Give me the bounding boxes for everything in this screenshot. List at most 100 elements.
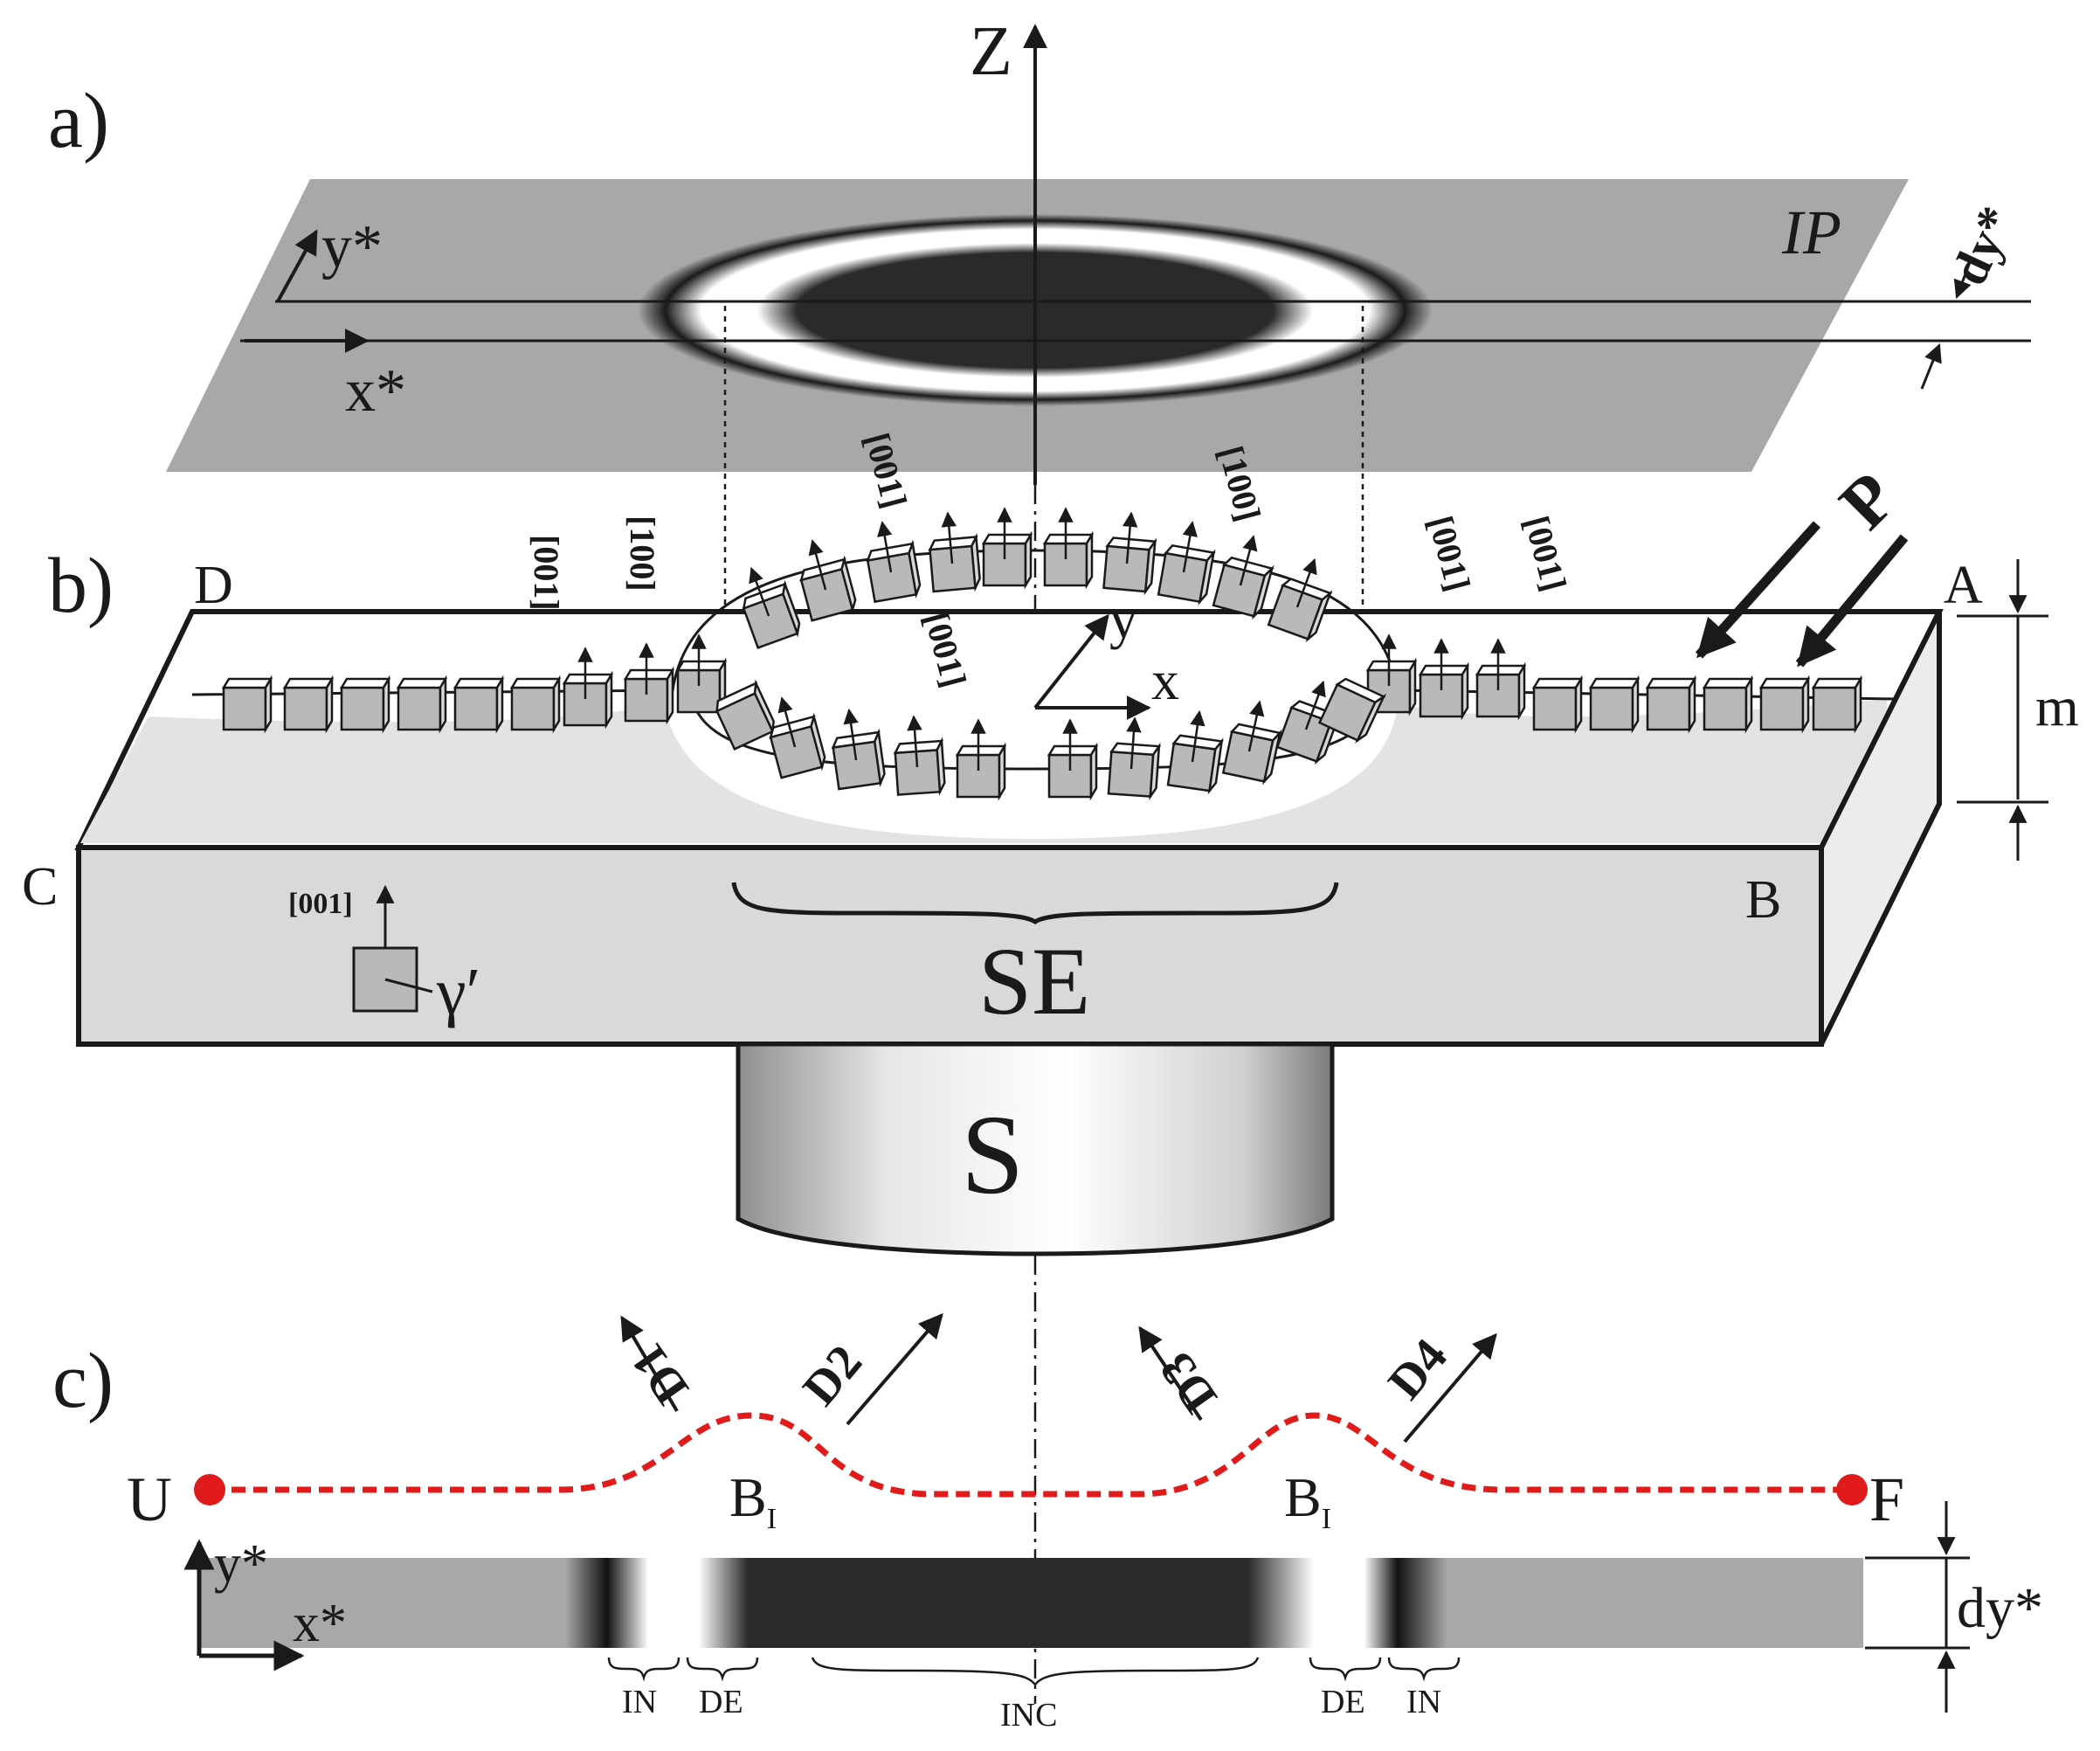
crystal-grain <box>799 539 857 622</box>
se-label: SE <box>978 928 1090 1035</box>
slab-side-face <box>1819 610 1942 1046</box>
crystal-grain <box>742 566 801 650</box>
profile-label-u: U <box>127 1464 172 1534</box>
crystal-grains <box>221 507 1863 801</box>
x-star-label-top: x* <box>345 357 406 425</box>
support-label: S <box>961 1092 1024 1218</box>
crystal-grain <box>1166 709 1224 795</box>
corner-label-d: D <box>194 556 233 615</box>
crystal-grain <box>1645 675 1697 734</box>
z-axis-label: Z <box>970 13 1012 90</box>
crystal-grain <box>1531 675 1584 734</box>
crystal-grain <box>715 679 775 751</box>
crystal-grain <box>1317 677 1387 744</box>
d1-arrow <box>620 1315 679 1413</box>
image-plate-label: IP <box>1781 197 1841 267</box>
panel-a-label: a) <box>48 78 109 164</box>
intensity-profile <box>210 1412 1852 1498</box>
crystal-grain <box>1102 511 1157 596</box>
d1-label: D1 <box>621 1333 700 1414</box>
region-label-de-right: DE <box>1321 1684 1365 1720</box>
corner-label-b: B <box>1745 870 1781 930</box>
crystal-orientation-arrow <box>777 696 797 748</box>
crystal-orientation-arrow <box>749 566 770 617</box>
strip-y-star-label: y* <box>214 1534 268 1594</box>
crystal-grain <box>1758 675 1811 734</box>
crystal-grain <box>955 718 1007 801</box>
dy-star-arrow-bottom <box>1920 343 1942 390</box>
crystal-orientation-arrow <box>1239 535 1258 586</box>
strip-x-star-label: x* <box>293 1594 347 1653</box>
crystal-grain <box>1702 675 1754 734</box>
y-star-label-top: y* <box>321 213 383 280</box>
brace-in-right <box>1387 1657 1461 1682</box>
thickness-label: m <box>2035 675 2079 737</box>
crystal-grain <box>1475 638 1527 721</box>
crystal-grain <box>981 507 1033 590</box>
crystal-orientation-arrow <box>907 715 922 768</box>
crystal-orientation-arrow <box>1295 557 1317 608</box>
beam-label: P <box>1824 457 1911 544</box>
orientation-label-7: [001] <box>1516 512 1574 595</box>
crystal-orientation-arrow <box>877 521 893 573</box>
orientation-label-2: [100] <box>623 516 662 592</box>
crystal-grain <box>1157 521 1216 606</box>
crystal-orientation-arrow <box>941 511 957 564</box>
corner-label-a: A <box>1944 556 1983 615</box>
dy-star-label-top: dy* <box>1940 197 2025 293</box>
region-label-in-left: IN <box>622 1684 657 1720</box>
crystal-grain <box>1267 557 1333 643</box>
profile-point-f <box>1836 1474 1868 1505</box>
boundary-label-left: BI <box>729 1466 777 1535</box>
crystal-grain <box>831 708 886 791</box>
crystal-grain <box>769 696 826 779</box>
corner-label-c: C <box>22 857 58 917</box>
crystal-orientation-arrow <box>1247 700 1265 752</box>
d2-label: D2 <box>792 1335 872 1415</box>
d2-arrow <box>846 1312 943 1426</box>
boundary-label-right: BI <box>1284 1466 1331 1535</box>
crystal-grain <box>675 633 728 716</box>
crystal-orientation-arrow <box>843 708 859 761</box>
crystal-grain <box>396 675 448 734</box>
crystal-grain <box>221 675 273 734</box>
specimen-x-label: x <box>1151 649 1179 711</box>
profile-point-u <box>194 1474 225 1505</box>
crystal-orientation-arrow <box>1190 709 1205 763</box>
intensity-strip <box>199 1558 1863 1648</box>
slab-front-face <box>76 845 1824 1047</box>
crystal-grain <box>1221 700 1282 786</box>
crystal-grain <box>623 642 675 725</box>
crystal-grain <box>866 521 922 604</box>
crystal-orientation-arrow <box>808 539 827 591</box>
crystal-orientation-arrow <box>1122 511 1138 564</box>
slab-top-shading <box>80 699 1891 843</box>
crystal-grain <box>1042 507 1095 590</box>
d3-arrow <box>1138 1325 1203 1422</box>
orientation-label-6: [001] <box>1420 512 1478 595</box>
crystal-grain <box>928 511 981 593</box>
d4-label: D4 <box>1378 1329 1457 1409</box>
region-label-inc: INC <box>1000 1697 1057 1734</box>
dy-star-arrow-top <box>1953 261 1972 299</box>
brace-in-left <box>607 1657 680 1682</box>
crystal-grain <box>1212 535 1275 620</box>
se-brace <box>731 882 1339 925</box>
crystal-orientation-arrow <box>1182 521 1198 573</box>
crystal-grain <box>1047 718 1099 801</box>
brace-de-left <box>686 1657 759 1682</box>
crystal-grain <box>1418 638 1470 721</box>
brace-de-right <box>1309 1657 1382 1682</box>
crystal-grain <box>1107 716 1162 801</box>
profile-label-f: F <box>1869 1464 1904 1534</box>
crystal-orientation-arrow <box>1304 680 1326 730</box>
region-label-in-right: IN <box>1406 1684 1441 1720</box>
brace-inc <box>811 1657 1260 1687</box>
support-cylinder <box>736 1042 1335 1256</box>
gamma-prime-pointer <box>384 978 433 993</box>
panel-c-label: c) <box>52 1338 114 1424</box>
y-star-axis-arrow <box>276 229 318 302</box>
orientation-label-1: [001] <box>527 535 566 611</box>
d4-arrow <box>1403 1332 1497 1443</box>
